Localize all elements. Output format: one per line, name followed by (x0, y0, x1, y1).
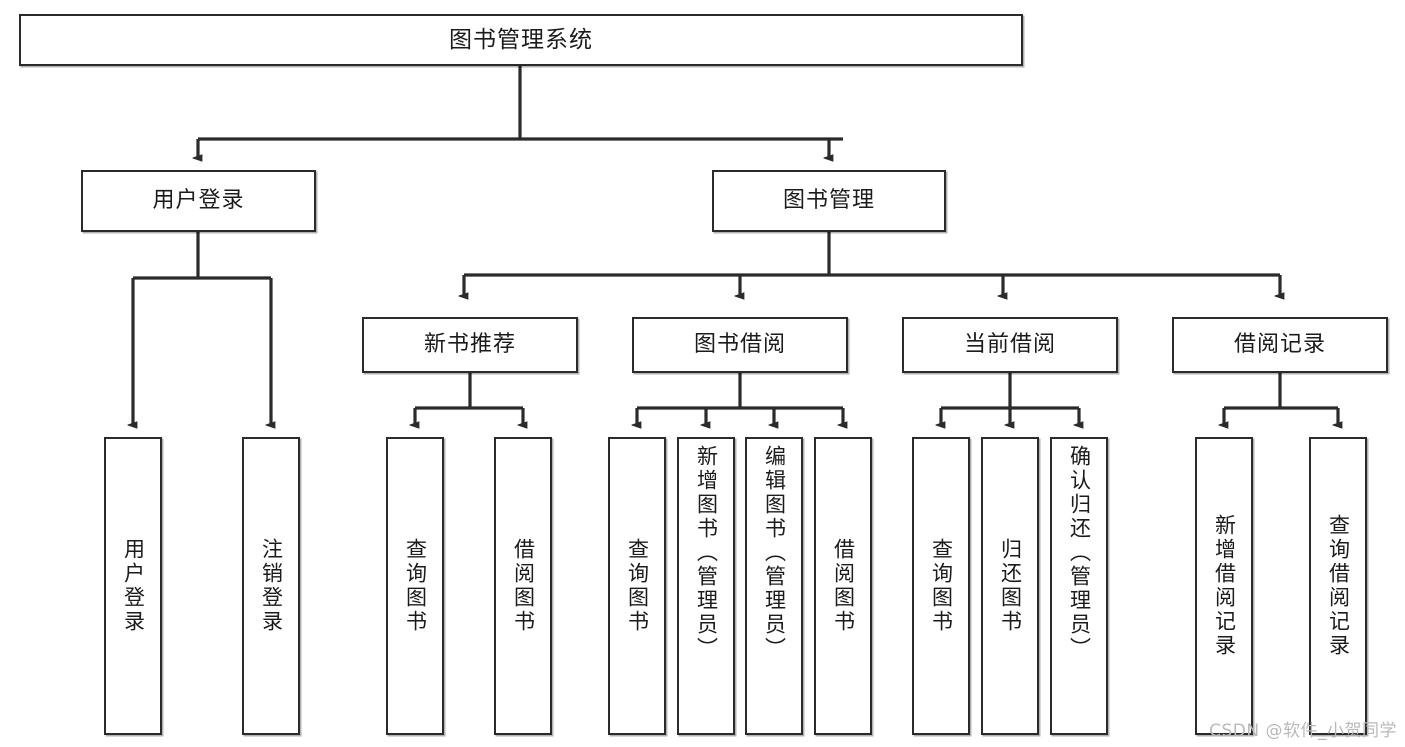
node-label: 查询图书 (403, 538, 428, 634)
watermark-text: CSDN @软件_小贺同学 (1209, 721, 1397, 741)
node-label: 编辑图书（管理员） (762, 445, 787, 661)
leaf-query-book-current[interactable]: 查询图书 (912, 437, 970, 735)
node-label: 借阅图书 (511, 538, 536, 634)
node-label: 借阅记录 (1233, 332, 1326, 358)
node-label: 图书借阅 (693, 332, 786, 358)
leaf-edit-book[interactable]: 编辑图书（管理员） (745, 437, 803, 735)
node-label: 图书管理系统 (449, 26, 593, 53)
node-new-book-recommend[interactable]: 新书推荐 (362, 317, 578, 373)
node-label: 当前借阅 (963, 332, 1056, 358)
node-label: 新增图书（管理员） (694, 445, 719, 661)
node-label: 注销登录 (259, 538, 284, 634)
node-label: 查询借阅记录 (1326, 514, 1351, 658)
leaf-user-logout[interactable]: 注销登录 (242, 437, 300, 735)
leaf-borrow-book-recommend[interactable]: 借阅图书 (494, 437, 552, 735)
leaf-query-borrow-record[interactable]: 查询借阅记录 (1309, 437, 1367, 735)
leaf-user-login[interactable]: 用户登录 (104, 437, 162, 735)
node-label: 用户登录 (121, 538, 146, 634)
leaf-add-book[interactable]: 新增图书（管理员） (677, 437, 735, 735)
node-label: 查询图书 (625, 538, 650, 634)
node-label: 查询图书 (929, 538, 954, 634)
node-book-borrow[interactable]: 图书借阅 (632, 317, 848, 373)
node-label: 新书推荐 (423, 332, 516, 358)
leaf-add-borrow-record[interactable]: 新增借阅记录 (1195, 437, 1253, 735)
node-borrow-record[interactable]: 借阅记录 (1172, 317, 1388, 373)
node-label: 借阅图书 (831, 538, 856, 634)
node-label: 新增借阅记录 (1212, 514, 1237, 658)
node-root-system[interactable]: 图书管理系统 (19, 14, 1023, 66)
node-book-manage[interactable]: 图书管理 (712, 170, 946, 232)
node-label: 归还图书 (998, 538, 1023, 634)
leaf-confirm-return[interactable]: 确认归还（管理员） (1050, 437, 1108, 735)
leaf-query-book-recommend[interactable]: 查询图书 (386, 437, 444, 735)
node-label: 图书管理 (782, 188, 875, 214)
leaf-borrow-book[interactable]: 借阅图书 (814, 437, 872, 735)
node-current-borrow[interactable]: 当前借阅 (902, 317, 1118, 373)
node-label: 用户登录 (152, 188, 245, 214)
node-label: 确认归还（管理员） (1067, 445, 1092, 661)
leaf-return-book[interactable]: 归还图书 (981, 437, 1039, 735)
node-user-login[interactable]: 用户登录 (81, 170, 316, 232)
leaf-query-book-borrow[interactable]: 查询图书 (608, 437, 666, 735)
